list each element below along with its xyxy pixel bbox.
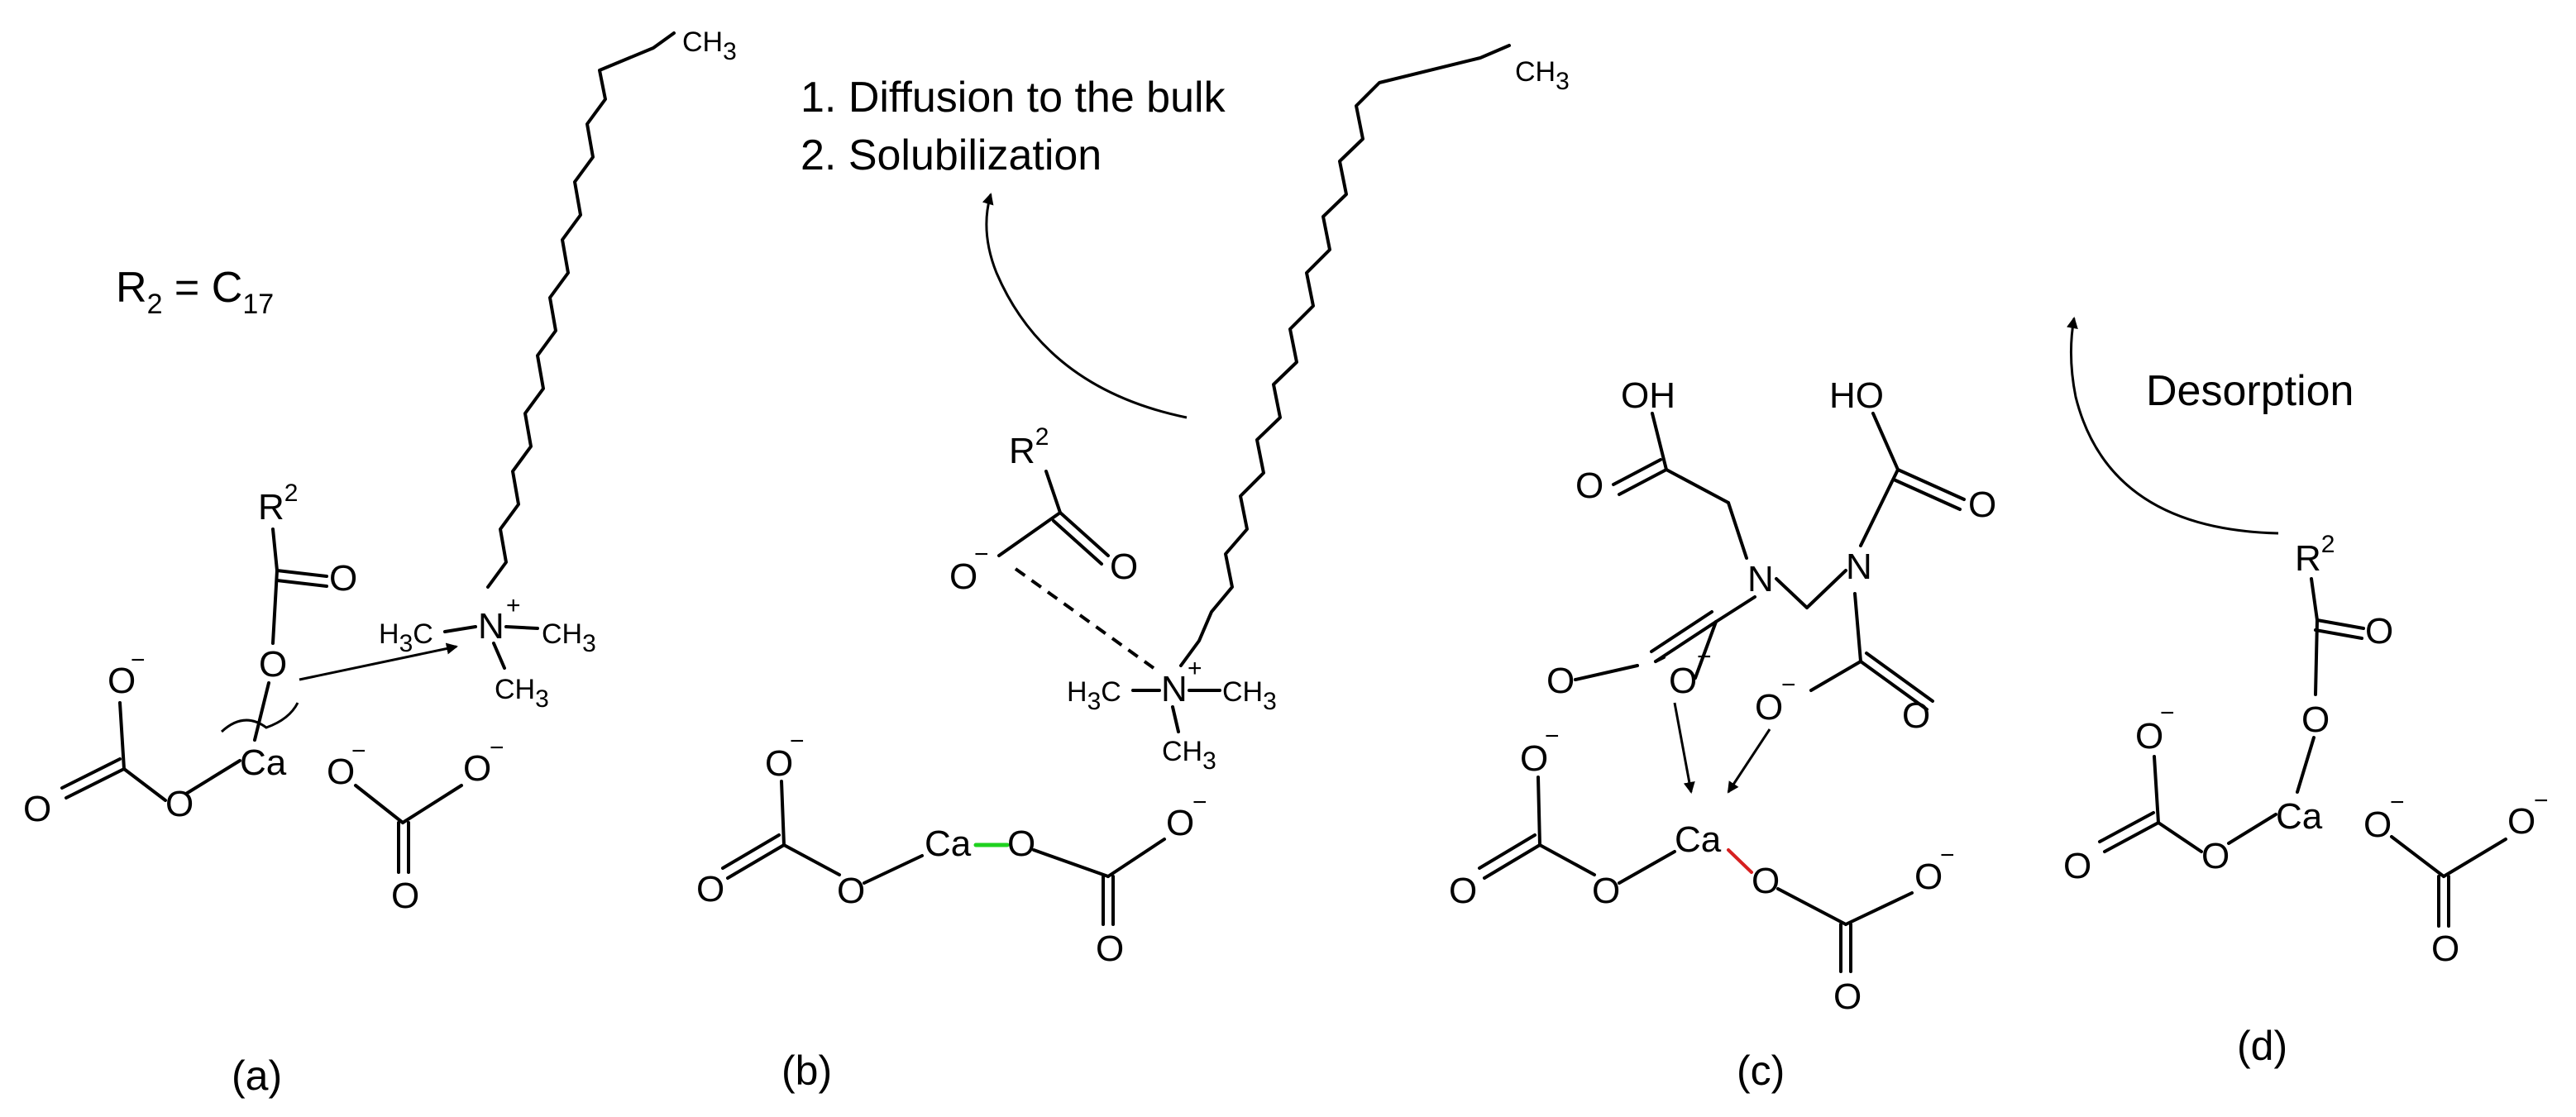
free-carbonate-o2-d: O (2507, 801, 2535, 842)
edta-o1: O (1575, 465, 1603, 506)
r2-label-d: R2 (2295, 531, 2335, 579)
ch3-bottom-a: CH3 (495, 674, 549, 713)
carbonate-o-double-c: O (1449, 871, 1477, 911)
panel-c: OH O N N HO O O O − O O − (1449, 375, 1996, 1094)
edta-n1: N (1747, 559, 1774, 599)
h3c-label-b: H3C (1067, 676, 1121, 715)
panel-b: 1. Diffusion to the bulk 2. Solubilizati… (696, 44, 1570, 1094)
ammonium-n-a: N (478, 606, 504, 647)
charge-a3: − (490, 734, 504, 761)
chelation-arrow-1 (1673, 702, 1695, 794)
step-2-text: 2. Solubilization (801, 131, 1102, 179)
chelation-arrow-2 (1727, 728, 1771, 794)
calcium-b: Ca (925, 823, 972, 864)
ch3-right-a: CH3 (542, 618, 596, 657)
charge-a2: − (351, 738, 366, 765)
ester-o-a: O (259, 644, 287, 685)
ch3-right-b: CH3 (1222, 676, 1277, 715)
carbonate-o-minus-a: O (108, 661, 136, 701)
charge-d1: − (2160, 699, 2175, 727)
ester-o-d: O (2301, 699, 2330, 740)
h3c-label-a: H3C (379, 618, 433, 657)
edta-n2: N (1846, 547, 1872, 587)
bond-cleavage-mark-a (220, 702, 299, 733)
desorption-arrow (2067, 317, 2279, 535)
calcium-a: Ca (240, 742, 287, 783)
charge-c1: − (1697, 643, 1712, 671)
carbonyl-o-b: O (1110, 547, 1138, 587)
carbonyl-o-d: O (2365, 611, 2393, 652)
edta-o-minus2: O (1755, 687, 1783, 728)
r2-label-b: R2 (1009, 423, 1049, 471)
solubilization-arrow (982, 193, 1188, 419)
panel-d: Desorption R2 O O Ca O O − O O − O − O (… (2063, 317, 2549, 1069)
carbonate-o-double-a: O (23, 789, 51, 829)
carbonate-o-bridge-d: O (2201, 836, 2230, 876)
panel-label-a: (a) (232, 1053, 282, 1099)
ammonium-charge-b: + (1188, 655, 1202, 682)
chain-end-ch3-a: CH3 (682, 26, 737, 65)
ammonium-n-b: N (1161, 669, 1188, 709)
desorption-text: Desorption (2146, 367, 2354, 415)
ca-o-bond-red (1727, 848, 1753, 874)
charge-a1: − (131, 647, 146, 674)
r2-label-a: R2 (258, 480, 298, 527)
edta-oh: OH (1621, 375, 1675, 416)
charge-d2: − (2390, 789, 2405, 816)
carbonate-o-bridge-b: O (837, 871, 865, 911)
carbonate-o-double-b: O (696, 869, 724, 909)
alkyl-chain-b (1179, 44, 1511, 667)
free-carbonate-o1-a: O (327, 752, 355, 792)
charge-c3: − (1545, 723, 1560, 750)
carbonate-o-minus-b: O (765, 743, 793, 784)
alkyl-chain-a (486, 31, 676, 589)
panel-a: R2 = C17 CH3 H3C N + CH3 CH3 R2 O O Ca O (23, 26, 737, 1099)
panel-label-b: (b) (781, 1048, 832, 1094)
carbonate-o-bridge-c: O (1592, 871, 1620, 911)
r2-definition: R2 = C17 (116, 264, 274, 320)
edta-o4: O (1902, 695, 1930, 736)
step-1-text: 1. Diffusion to the bulk (801, 74, 1226, 122)
edta-o-minus1: O (1669, 661, 1697, 701)
carboxylate-o-b: O (949, 556, 977, 597)
carbonate2-o-bridge-b: O (1007, 823, 1035, 864)
charge-c2: − (1781, 671, 1796, 699)
carbonate2-o-minus-c: O (1914, 857, 1943, 897)
charge-b1: − (974, 541, 989, 568)
charge-d3: − (2534, 787, 2549, 814)
carbonate2-o-bridge-c: O (1752, 861, 1780, 901)
free-carbonate-o3-d: O (2431, 928, 2459, 969)
calcium-c: Ca (1675, 819, 1722, 860)
carbonate2-o-minus-b: O (1166, 803, 1194, 843)
attack-arrow-a (299, 642, 458, 681)
charge-b3: − (1192, 789, 1207, 816)
ch3-bottom-b: CH3 (1162, 736, 1216, 775)
carbonate2-o-double-c: O (1833, 976, 1862, 1017)
chain-end-ch3-b: CH3 (1515, 56, 1570, 95)
carbonate-o-double-d: O (2063, 846, 2091, 886)
carbonate-o-minus-c: O (1520, 738, 1548, 779)
carbonate2-o-double-b: O (1096, 928, 1124, 969)
edta-o2: O (1968, 485, 1996, 525)
free-carbonate-o3-a: O (391, 876, 419, 916)
free-carbonate-o2-a: O (463, 748, 491, 789)
charge-b2: − (790, 728, 805, 755)
calcium-d: Ca (2276, 796, 2323, 837)
panel-label-c: (c) (1737, 1048, 1785, 1094)
edta-ho: HO (1829, 375, 1884, 416)
free-carbonate-o1-d: O (2363, 804, 2392, 845)
carbonyl-o-a: O (329, 558, 357, 599)
carbonate-o-minus-d: O (2135, 716, 2163, 757)
panel-label-d: (d) (2237, 1023, 2287, 1069)
edta-o3: O (1546, 661, 1575, 701)
ion-pair-dashed (1014, 567, 1155, 670)
charge-c4: − (1940, 842, 1955, 869)
ammonium-charge-a: + (506, 592, 521, 619)
carbonate-o-bridge-a: O (165, 784, 194, 824)
